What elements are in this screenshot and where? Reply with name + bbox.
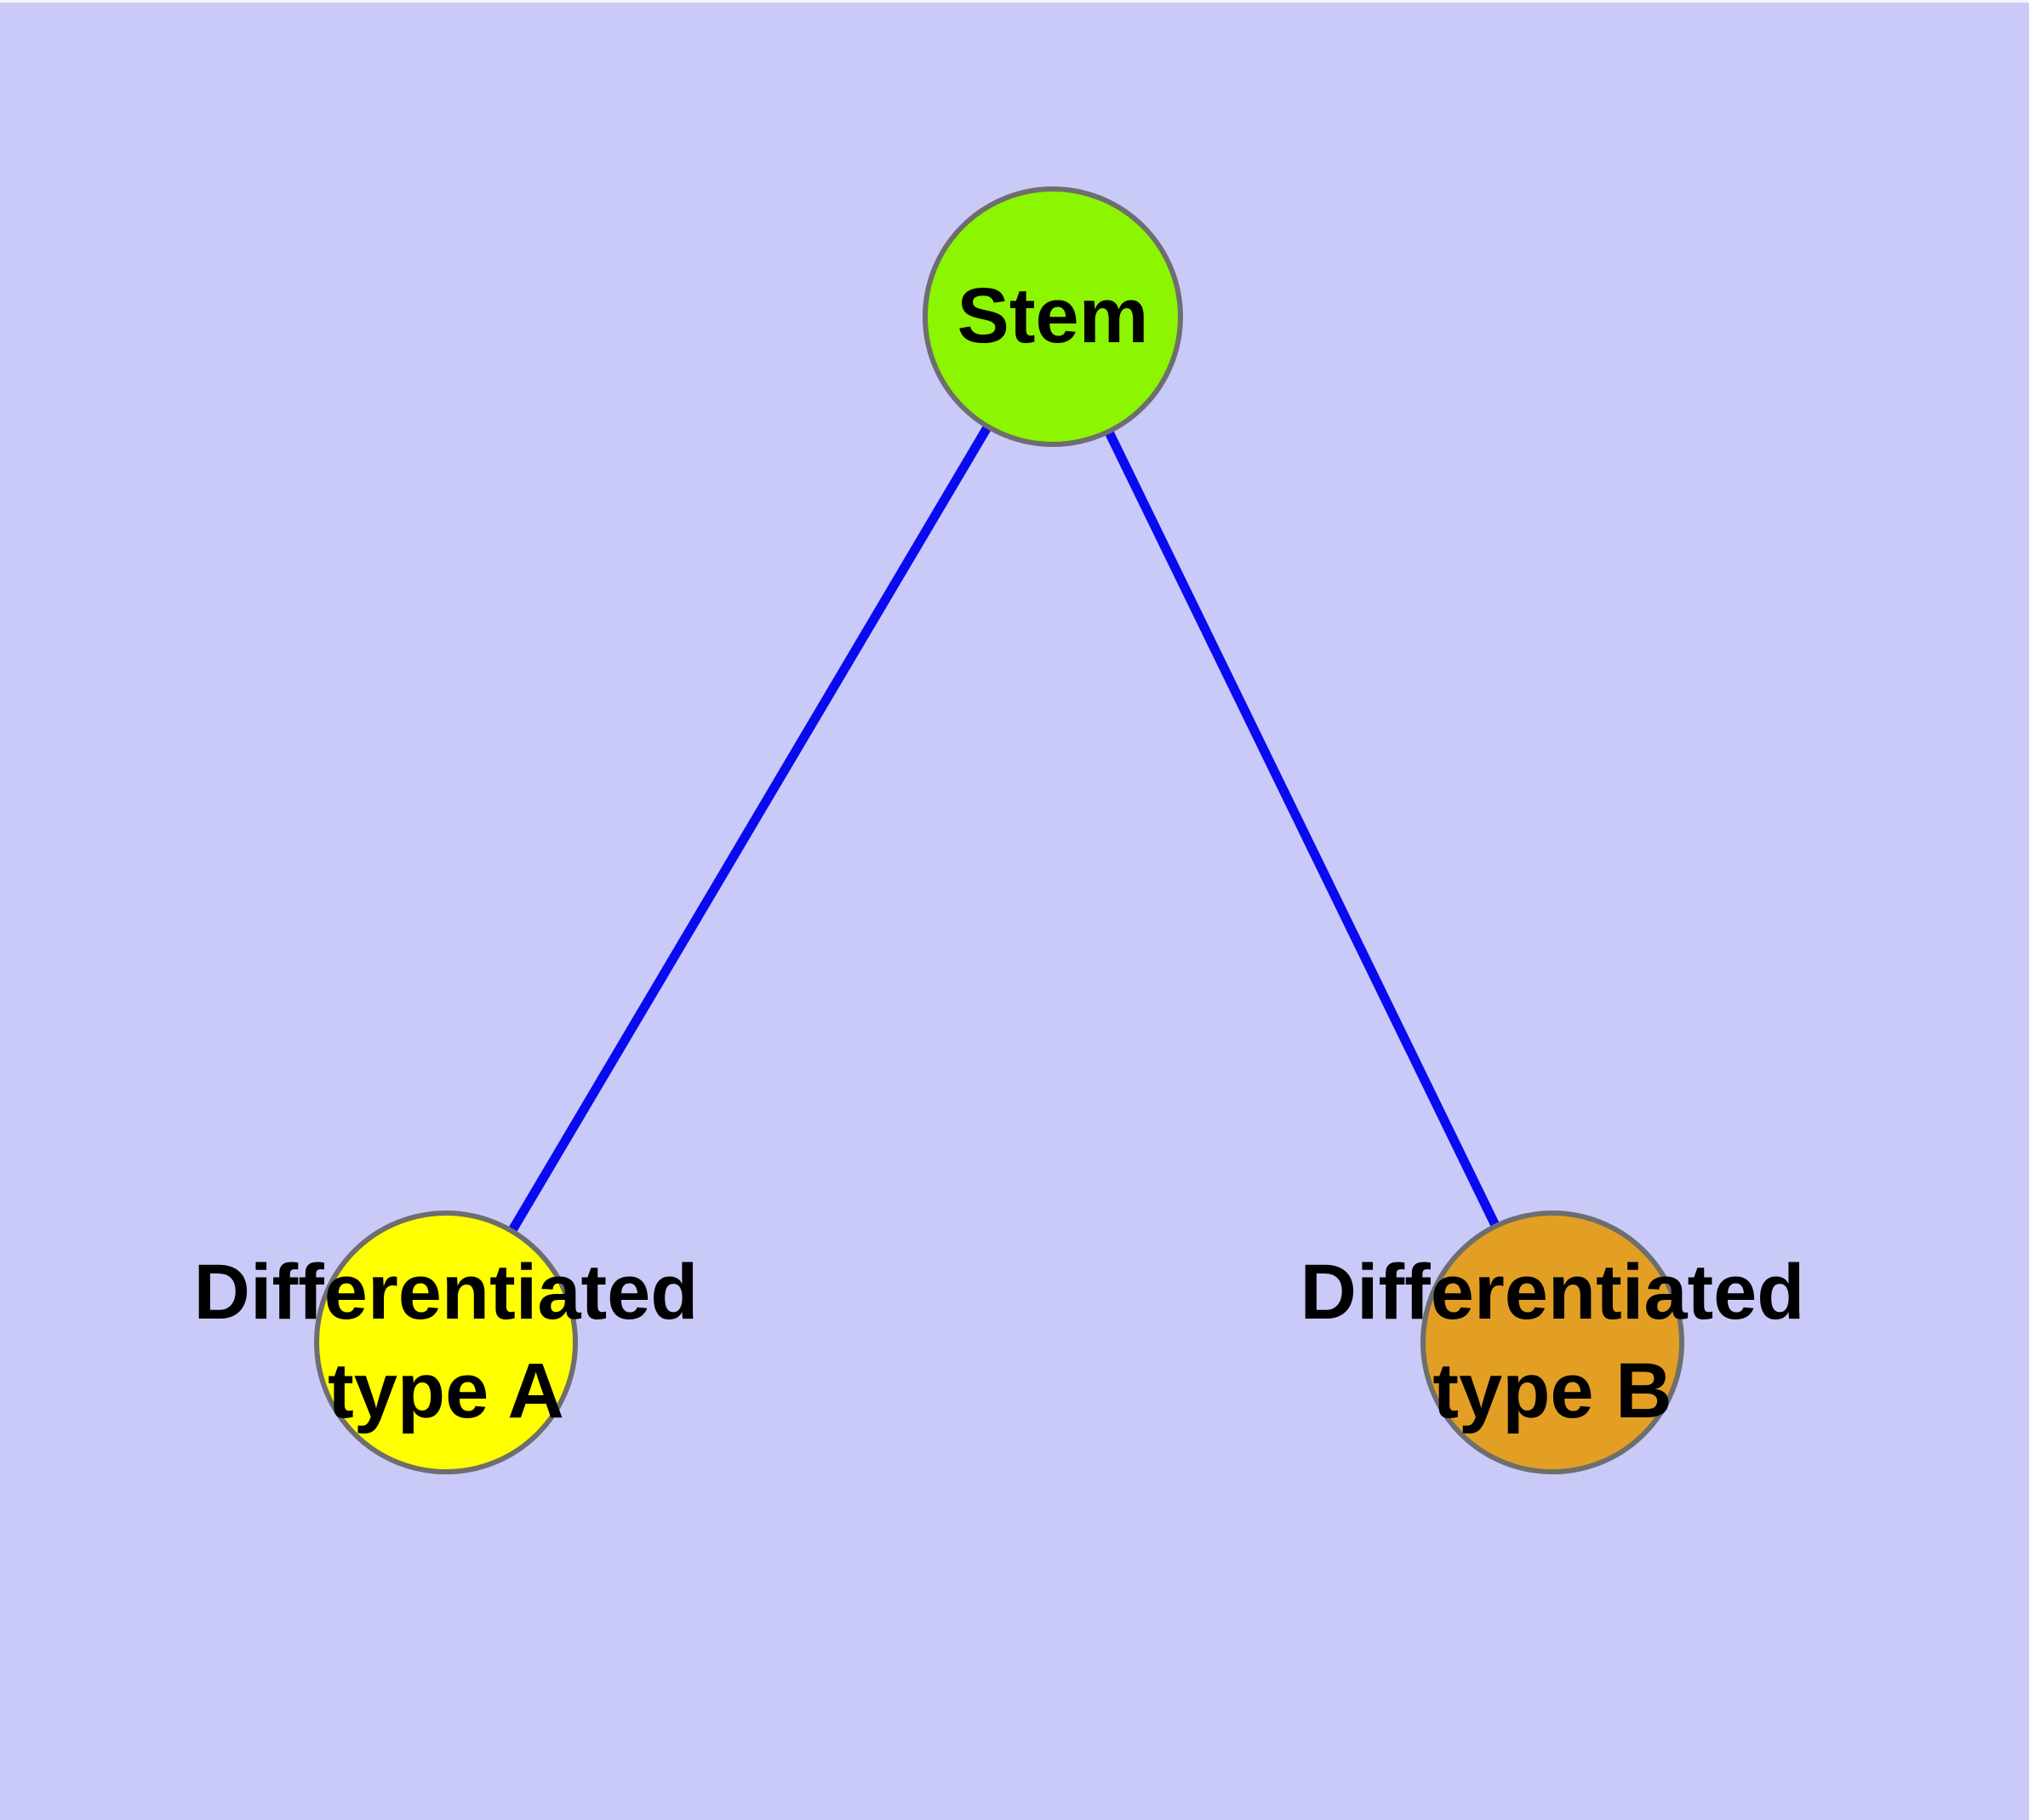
node-differentiated-type-b[interactable]: Differentiated type B bbox=[1300, 1210, 1804, 1474]
node-stem-label: Stem bbox=[957, 267, 1149, 366]
node-type-a-label-line-1: Differentiated bbox=[193, 1249, 699, 1336]
node-type-b-label-line-2: type B bbox=[1432, 1348, 1672, 1434]
node-stem[interactable]: Stem bbox=[923, 186, 1183, 447]
edge-stem-to-type-b bbox=[1049, 314, 1557, 1345]
node-type-a-label: Differentiated type A bbox=[194, 1244, 699, 1441]
node-differentiated-type-a[interactable]: Differentiated type A bbox=[194, 1210, 698, 1474]
node-type-b-label-line-1: Differentiated bbox=[1300, 1249, 1805, 1336]
node-type-a-label-line-2: type A bbox=[328, 1348, 564, 1434]
top-edge-highlight bbox=[0, 0, 2029, 3]
edge-stem-to-type-a bbox=[442, 314, 1057, 1345]
node-stem-label-text: Stem bbox=[957, 272, 1149, 360]
node-type-b-label: Differentiated type B bbox=[1300, 1244, 1805, 1441]
